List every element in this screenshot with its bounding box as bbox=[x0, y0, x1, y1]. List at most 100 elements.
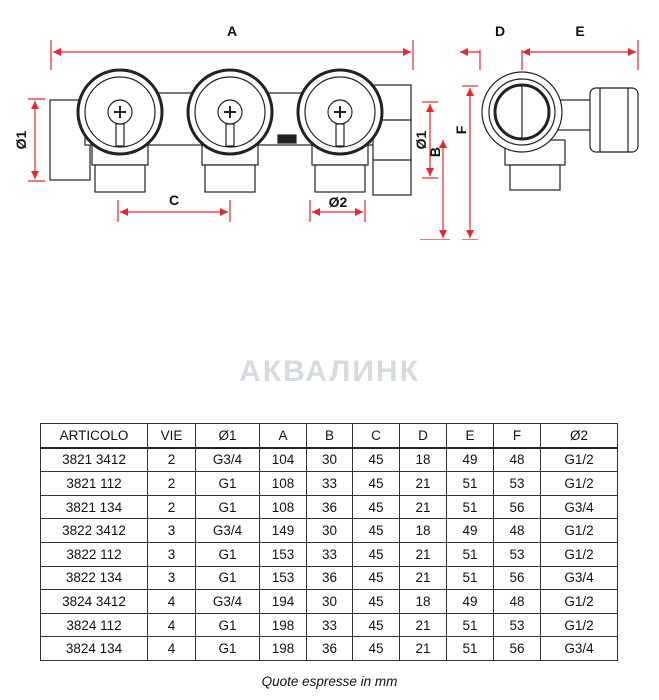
table-cell: 198 bbox=[259, 612, 307, 638]
table-cell: 3821 134 bbox=[40, 494, 148, 520]
watermark-text: АКВАЛИНК bbox=[239, 355, 420, 388]
table-cell: 21 bbox=[399, 494, 447, 520]
dim-label-b: B bbox=[427, 147, 443, 157]
table-cell: 153 bbox=[259, 565, 307, 591]
table-cell: 21 bbox=[399, 541, 447, 567]
table-cell: 2 bbox=[147, 494, 196, 520]
valve-knob bbox=[186, 68, 274, 193]
table-cell: G3/4 bbox=[195, 589, 260, 614]
column-header: Ø2 bbox=[540, 422, 618, 449]
table-cell: 3 bbox=[147, 565, 196, 591]
column-header: B bbox=[306, 422, 353, 449]
column-header: ARTICOLO bbox=[40, 422, 148, 449]
table-cell: G1 bbox=[195, 612, 260, 638]
dim-label-c: C bbox=[169, 192, 179, 208]
table-cell: 21 bbox=[399, 612, 447, 638]
table-cell: 45 bbox=[352, 612, 400, 638]
table-cell: 3824 3412 bbox=[40, 589, 148, 614]
table-cell: 3821 112 bbox=[40, 471, 148, 496]
table-cell: 45 bbox=[352, 447, 400, 473]
table-cell: 30 bbox=[306, 447, 353, 473]
table-cell: 33 bbox=[306, 612, 353, 638]
dim-label-d2: Ø2 bbox=[329, 194, 348, 210]
table-cell: 3821 3412 bbox=[40, 447, 148, 473]
table-cell: 4 bbox=[147, 612, 196, 638]
table-cell: G1 bbox=[195, 494, 260, 520]
table-cell: 49 bbox=[446, 589, 494, 614]
table-cell: 21 bbox=[399, 636, 447, 661]
table-cell: 3 bbox=[147, 541, 196, 567]
dim-label-f: F bbox=[453, 125, 469, 134]
table-cell: 51 bbox=[446, 471, 494, 496]
table-cell: 4 bbox=[147, 636, 196, 661]
table-cell: 3 bbox=[147, 518, 196, 543]
dim-label-d1-left: Ø1 bbox=[13, 130, 29, 149]
column-header: F bbox=[493, 422, 541, 449]
table-cell: 2 bbox=[147, 471, 196, 496]
table-cell: G1 bbox=[195, 471, 260, 496]
column-header: A bbox=[259, 422, 307, 449]
table-cell: 45 bbox=[352, 565, 400, 591]
table-cell: G1/2 bbox=[540, 541, 618, 567]
table-cell: 51 bbox=[446, 541, 494, 567]
table-cell: G1/2 bbox=[540, 518, 618, 543]
table-cell: 30 bbox=[306, 589, 353, 614]
table-cell: 194 bbox=[259, 589, 307, 614]
table-cell: 53 bbox=[493, 541, 541, 567]
table-cell: 30 bbox=[306, 518, 353, 543]
table-cell: 51 bbox=[446, 612, 494, 638]
table-cell: 48 bbox=[493, 589, 541, 614]
table-cell: G3/4 bbox=[195, 447, 260, 473]
table-cell: G1/2 bbox=[540, 471, 618, 496]
column-header: E bbox=[446, 422, 494, 449]
table-cell: 108 bbox=[259, 471, 307, 496]
table-cell: G1/2 bbox=[540, 589, 618, 614]
table-cell: 49 bbox=[446, 447, 494, 473]
table-cell: G3/4 bbox=[540, 494, 618, 520]
table-cell: 153 bbox=[259, 541, 307, 567]
dim-label-d1-right: Ø1 bbox=[413, 130, 429, 149]
table-cell: 45 bbox=[352, 541, 400, 567]
column-header: C bbox=[352, 422, 400, 449]
dim-label-a: A bbox=[227, 23, 237, 39]
table-cell: 18 bbox=[399, 518, 447, 543]
table-cell: 45 bbox=[352, 636, 400, 661]
manifold-front-view bbox=[49, 68, 412, 196]
table-cell: 3824 134 bbox=[40, 636, 148, 661]
table-cell: 198 bbox=[259, 636, 307, 661]
technical-drawing: A D E C Ø2 Ø1 Ø1 B F bbox=[13, 23, 639, 240]
table-cell: 51 bbox=[446, 494, 494, 520]
dim-label-d: D bbox=[495, 23, 505, 39]
column-header: D bbox=[399, 422, 447, 449]
table-cell: 108 bbox=[259, 494, 307, 520]
table-cell: 18 bbox=[399, 589, 447, 614]
table-cell: 104 bbox=[259, 447, 307, 473]
table-cell: 56 bbox=[493, 565, 541, 591]
table-cell: 51 bbox=[446, 565, 494, 591]
table-cell: 3822 112 bbox=[40, 541, 148, 567]
table-cell: 45 bbox=[352, 589, 400, 614]
valve-knob bbox=[296, 68, 384, 193]
table-cell: 36 bbox=[306, 494, 353, 520]
table-cell: G3/4 bbox=[540, 636, 618, 661]
caption: Quote espresse in mm bbox=[261, 674, 398, 689]
table-cell: 49 bbox=[446, 518, 494, 543]
table-cell: 51 bbox=[446, 636, 494, 661]
table-cell: 48 bbox=[493, 518, 541, 543]
table-cell: 4 bbox=[147, 589, 196, 614]
table-cell: 21 bbox=[399, 471, 447, 496]
table-cell: 18 bbox=[399, 447, 447, 473]
table-cell: 53 bbox=[493, 612, 541, 638]
table-cell: 3824 112 bbox=[40, 612, 148, 638]
table-cell: 56 bbox=[493, 636, 541, 661]
table-cell: G1 bbox=[195, 541, 260, 567]
column-header: VIE bbox=[147, 422, 196, 449]
